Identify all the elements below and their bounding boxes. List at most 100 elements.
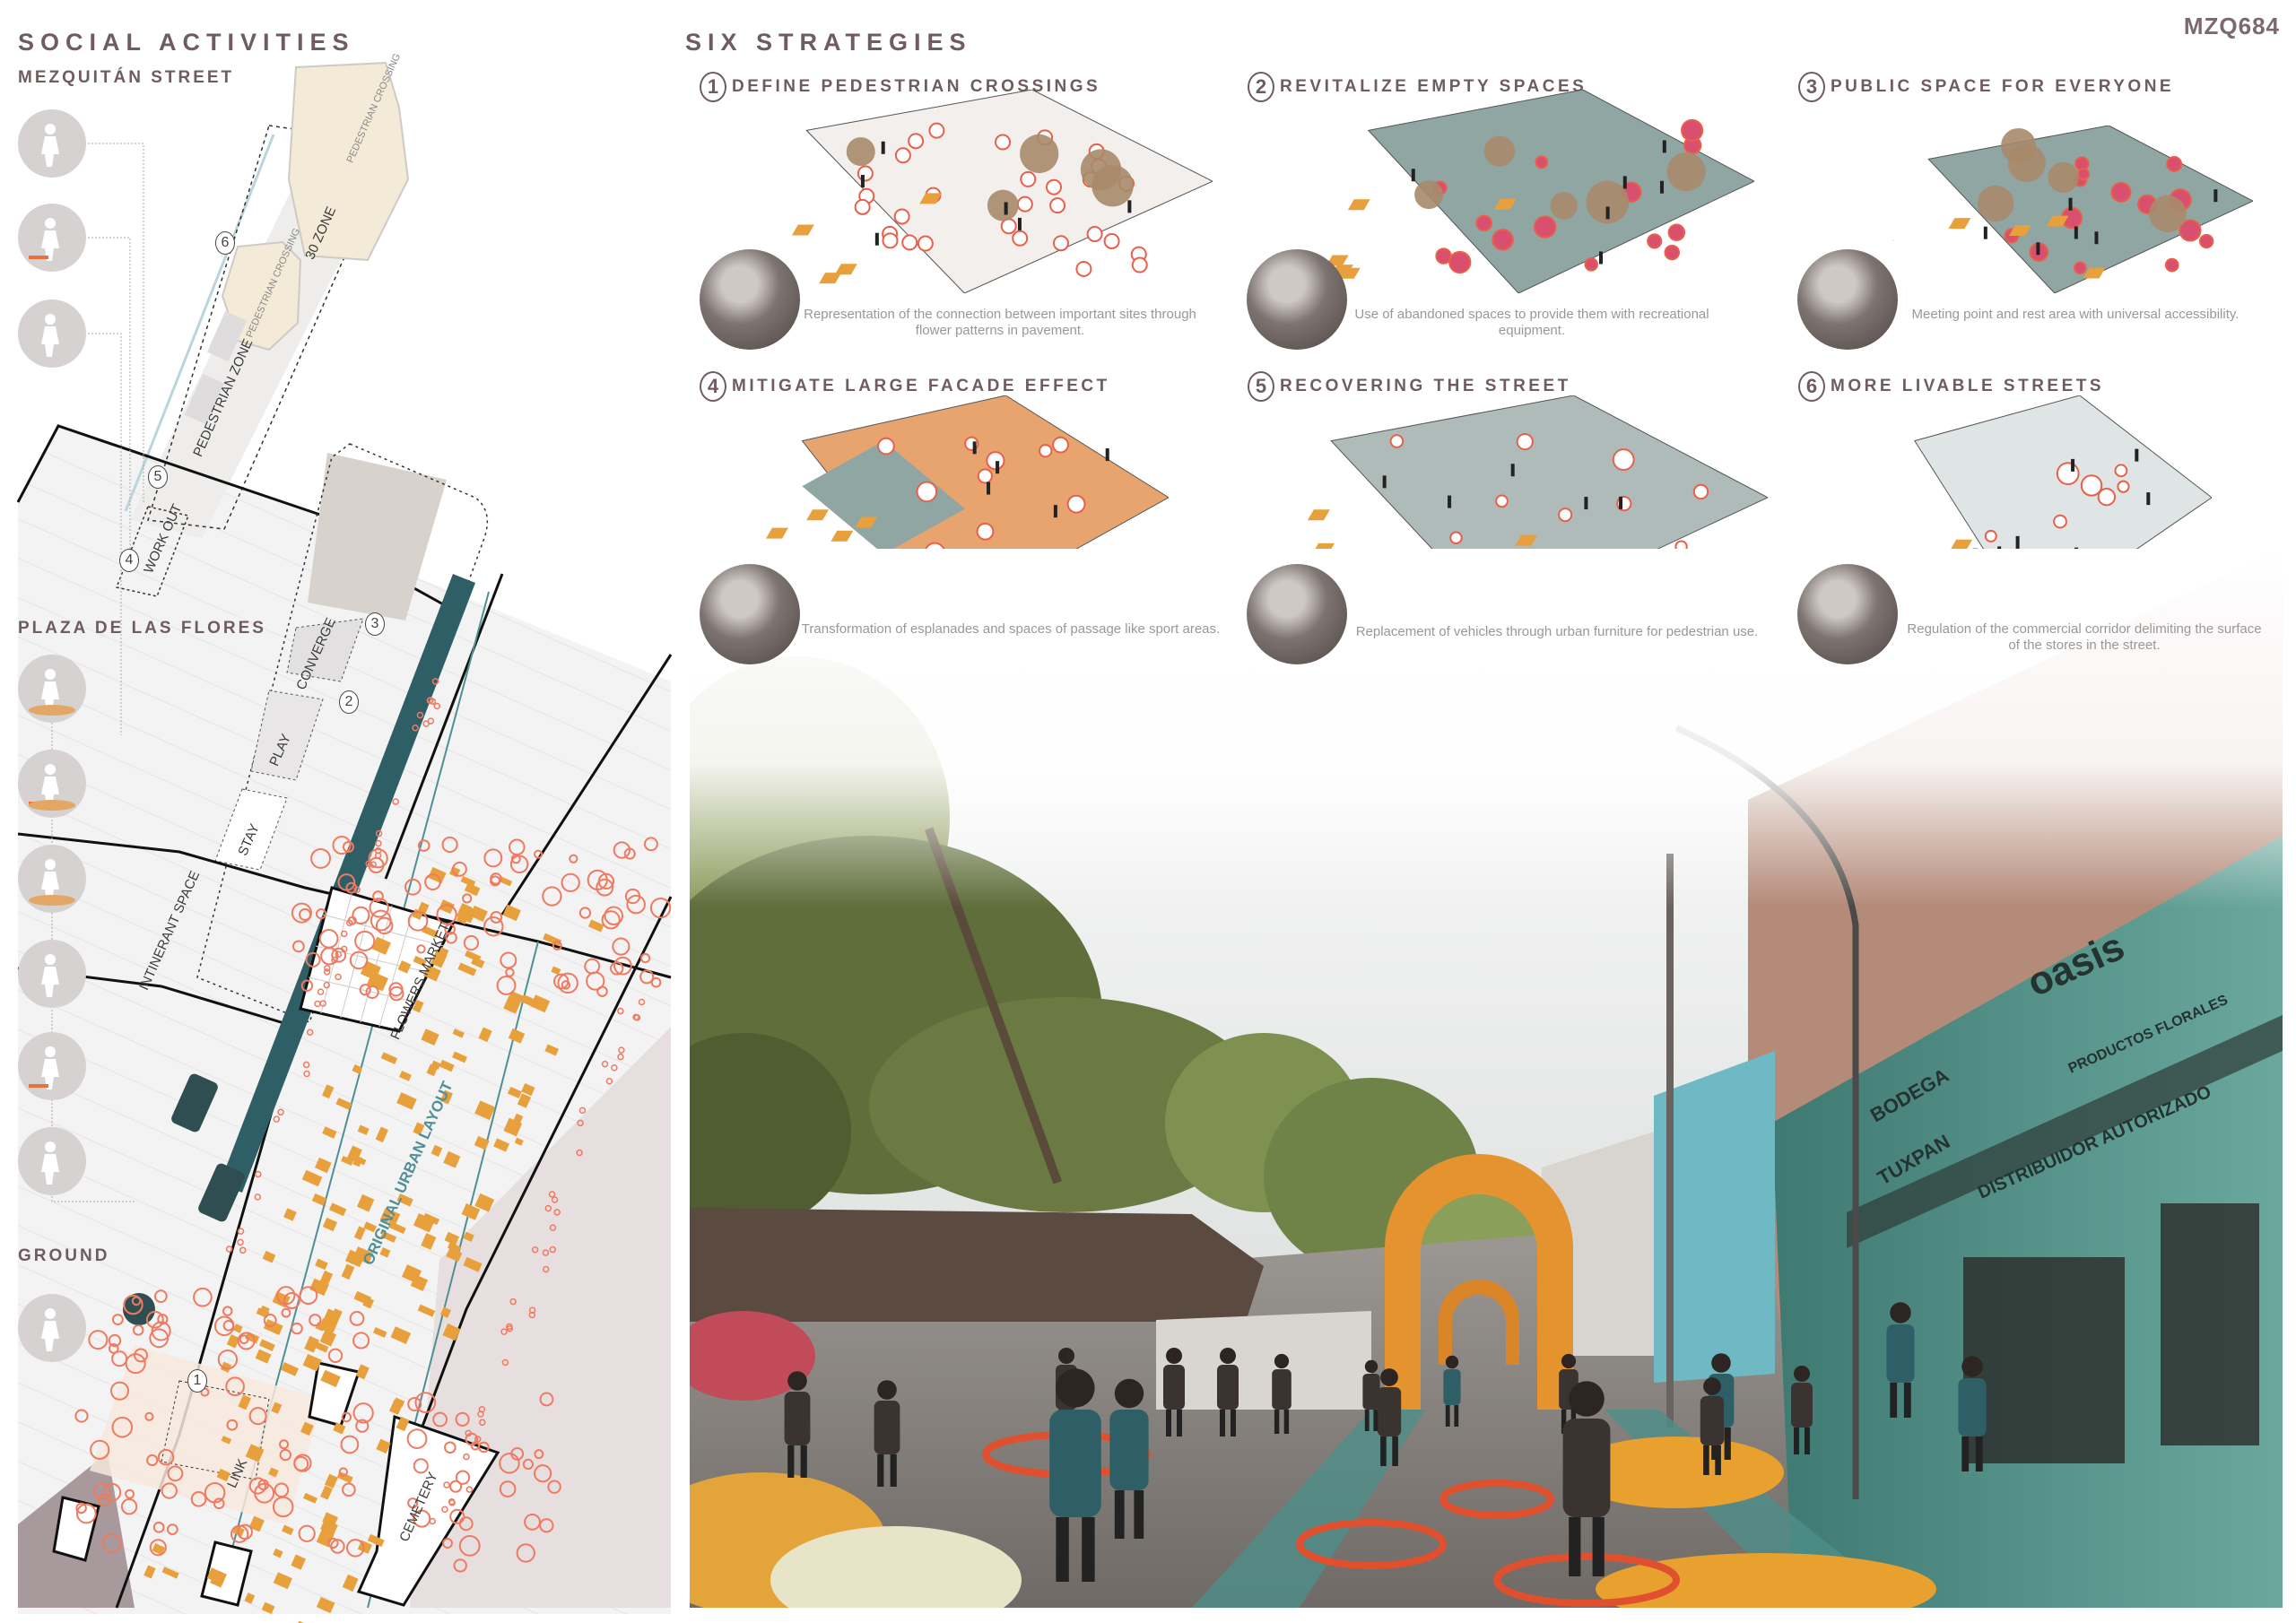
- orange-paving-block: [311, 1193, 327, 1206]
- sidewalk-edge: [124, 134, 275, 512]
- orange-paving-block: [380, 1230, 397, 1243]
- flower-pattern-dot: [441, 836, 458, 854]
- flower-pattern-dot: [239, 1334, 249, 1345]
- strategy-number: 2: [1248, 72, 1274, 102]
- flower-pattern-dot: [239, 1246, 247, 1254]
- flower-pattern-dot: [483, 848, 503, 868]
- bench: [184, 373, 225, 425]
- social-activities-title: SOCIAL ACTIVITIES: [18, 29, 355, 56]
- orange-paving-block: [499, 876, 513, 887]
- caption-line: Regulation of the commercial corridor de…: [1907, 621, 2262, 637]
- plaza-building: [308, 453, 447, 621]
- flower-pattern-dot: [157, 1448, 175, 1466]
- person-figure: [996, 461, 1000, 474]
- orange-paving-block: [262, 1250, 276, 1263]
- pavement-flower: [1492, 229, 1514, 251]
- flower-pattern-dot: [349, 950, 369, 970]
- awning: [1847, 1015, 2283, 1248]
- strategy-number: 6: [1798, 371, 1825, 402]
- person-figure: [2146, 492, 2151, 506]
- site-photo-1: [700, 249, 800, 350]
- orange-paving-block: [543, 933, 562, 947]
- pavement-flower: [893, 208, 910, 225]
- sports-icon: [18, 299, 86, 368]
- orange-paving-block: [502, 904, 521, 922]
- shop-door: [2161, 1203, 2259, 1445]
- orange-paving-block: [517, 1093, 532, 1108]
- map-marker-3: 3: [365, 612, 385, 636]
- leader-line: [88, 143, 144, 502]
- shop-door: [1963, 1257, 2125, 1463]
- flower-pattern-dot: [626, 894, 646, 915]
- pavement-flower: [1584, 257, 1599, 272]
- paving-block: [1307, 509, 1330, 521]
- person-figure: [2135, 448, 2139, 462]
- flower-pattern-dot: [534, 1464, 552, 1483]
- orange-paving-block: [372, 1326, 387, 1338]
- flower-pattern-dot: [547, 1480, 561, 1494]
- orange-paving-block: [328, 1202, 347, 1217]
- orange-paving-block: [452, 1028, 465, 1038]
- pavement-flower: [2080, 474, 2103, 497]
- flower-pattern-dot: [230, 1524, 249, 1543]
- pavement-flower: [2077, 167, 2091, 181]
- orange-paving-block: [245, 1444, 265, 1462]
- orange-paving-block: [341, 1263, 355, 1280]
- pavement-flower: [1075, 260, 1092, 277]
- flower-pattern-dot: [429, 1517, 436, 1525]
- person-figure: [987, 482, 991, 495]
- orange-paving-block: [551, 966, 561, 976]
- flower-pattern-dot: [458, 1534, 481, 1557]
- flower-pattern-dot: [462, 893, 473, 904]
- pavement-flower: [2097, 488, 2117, 507]
- person: [1217, 1348, 1239, 1436]
- orange-paving-block: [259, 1339, 275, 1352]
- orange-paving-block: [439, 1306, 451, 1318]
- orange-paving-block: [316, 1596, 335, 1614]
- flower-pattern-dot: [342, 1482, 356, 1497]
- resting-icon: [18, 1127, 86, 1195]
- flower-pattern-dot: [123, 1294, 144, 1315]
- top-fade: [690, 549, 2283, 907]
- flower-pattern-dot: [237, 1228, 245, 1235]
- orange-paving-block: [329, 1308, 343, 1325]
- flower-pattern-dot: [649, 897, 672, 919]
- paving-block: [855, 516, 878, 528]
- flower-pattern-dot: [93, 1482, 111, 1500]
- flower-pattern-dot: [474, 1436, 482, 1443]
- flower-pattern-dot: [509, 1298, 517, 1306]
- pavement-flower: [1049, 197, 1066, 214]
- pavement-flower: [1448, 250, 1472, 274]
- orange-paving-block: [216, 1468, 230, 1482]
- running-icon: [18, 204, 86, 272]
- flower-pattern-dot: [320, 947, 339, 966]
- flower-pattern-dot: [549, 1224, 557, 1231]
- person: [1272, 1353, 1292, 1434]
- orange-paving-block: [320, 1519, 338, 1535]
- orange-paving-block: [410, 1274, 429, 1292]
- site-plan-map: [16, 61, 673, 1623]
- flower-pattern-dot: [534, 1449, 544, 1460]
- window-icon: [18, 1032, 86, 1100]
- flower-pattern-dot: [499, 1453, 520, 1474]
- flower-pattern-dot: [345, 919, 353, 927]
- orange-paving-block: [322, 1126, 337, 1139]
- flower-arch: [1385, 1154, 1573, 1410]
- person-figure: [1983, 226, 1987, 239]
- leader-line: [88, 333, 122, 735]
- orange-paving-block: [388, 1211, 401, 1226]
- flower-pattern-dot: [392, 798, 399, 805]
- link-zone-outline: [161, 1380, 270, 1480]
- hopscotch-icon: [18, 845, 86, 913]
- flower-pattern-dot: [225, 1376, 245, 1397]
- pavement-flower: [2198, 233, 2214, 249]
- paving-block: [1948, 218, 1971, 230]
- flower-pattern-dot: [416, 944, 426, 954]
- flower-pattern-dot: [542, 1249, 550, 1256]
- flower-pattern-dot: [449, 1508, 465, 1524]
- pavement-flower: [1667, 223, 1686, 241]
- flower-pattern-dot: [75, 1503, 97, 1524]
- orange-paving-block: [393, 1397, 405, 1408]
- strategy-title: MORE LIVABLE STREETS: [1831, 377, 2105, 395]
